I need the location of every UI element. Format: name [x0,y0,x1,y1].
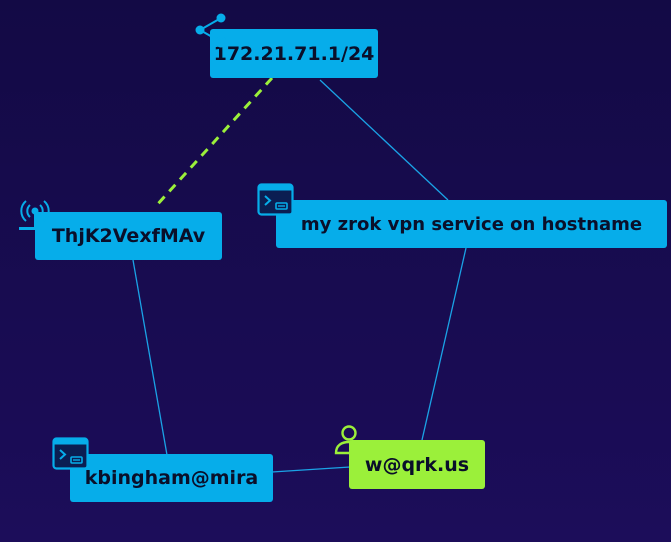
share-icon [195,13,227,48]
node-share[interactable]: 172.21.71.1/24 [210,29,378,78]
edge-share-to-private-access [154,76,274,208]
node-account[interactable]: w@qrk.us [349,440,485,489]
node-vpn-service[interactable]: my zrok vpn service on hostname [276,200,667,248]
node-vpn-service-label: my zrok vpn service on hostname [300,213,643,235]
edge-private-access-to-environment [132,259,168,456]
node-environment[interactable]: kbingham@mira [70,454,273,502]
user-icon [334,425,364,455]
edge-vpn-service-to-account [421,247,467,441]
node-private-access-label: ThjK2VexfMAv [51,225,206,247]
node-account-label: w@qrk.us [364,453,470,476]
terminal-icon [52,437,89,470]
terminal-icon [257,183,294,216]
edge-environment-to-account [271,466,351,473]
node-private-access[interactable]: ThjK2VexfMAv [35,212,222,260]
node-environment-label: kbingham@mira [84,467,259,489]
node-share-label: 172.21.71.1/24 [213,42,375,65]
edge-share-to-vpn-service [319,79,449,201]
antenna-icon [19,200,51,230]
